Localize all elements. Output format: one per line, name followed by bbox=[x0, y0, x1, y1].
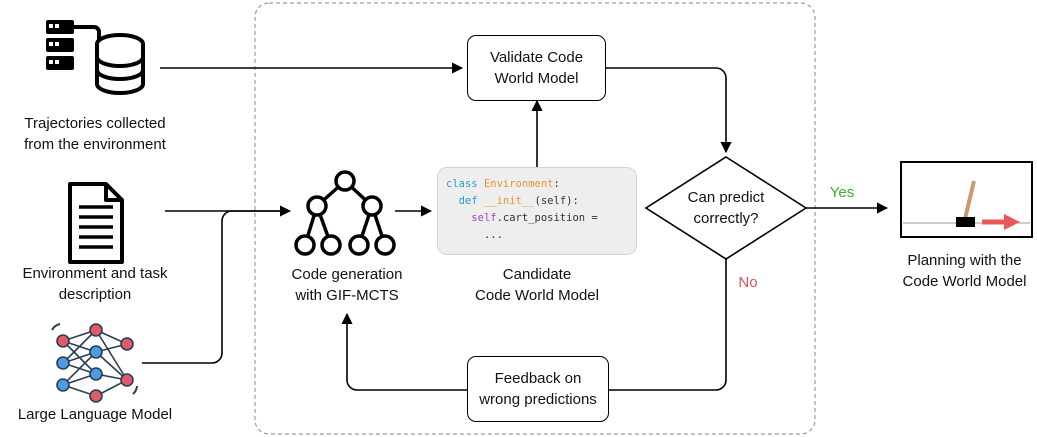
yes-label: Yes bbox=[829, 184, 855, 201]
edge-decision-no bbox=[609, 259, 727, 391]
tree-icon bbox=[294, 170, 396, 256]
trajectories-label: Trajectories collected from the environm… bbox=[24, 115, 166, 153]
edge-llm-to-tree bbox=[142, 210, 290, 364]
validate-code-world-model-box: Validate Code World Model bbox=[467, 35, 606, 101]
neural-network-icon bbox=[51, 323, 138, 403]
feedback-box: Feedback on wrong predictions bbox=[467, 356, 609, 422]
environment-label: Environment and task description bbox=[22, 265, 168, 303]
code-line-1: class Environment: bbox=[446, 178, 560, 190]
code-generation-label: Code generation with GIF-MCTS bbox=[291, 266, 403, 304]
edges bbox=[142, 62, 889, 391]
edge-validate-to-decision bbox=[606, 67, 732, 154]
code-snippet-box: class Environment: def __init__(self): s… bbox=[437, 167, 637, 255]
code-line-3: self.cart_position = bbox=[471, 212, 598, 224]
document-icon bbox=[68, 182, 124, 264]
feedback-label: Feedback on wrong predictions bbox=[479, 370, 597, 408]
database-icon bbox=[46, 20, 145, 95]
cartpole-icon bbox=[900, 161, 1033, 238]
validate-label: Validate Code World Model bbox=[489, 49, 584, 87]
decision-label: Can predict correctly? bbox=[687, 189, 765, 227]
code-line-2: def __init__(self): bbox=[458, 195, 579, 207]
planning-label: Planning with the Code World Model bbox=[902, 252, 1027, 290]
system-boundary bbox=[254, 2, 816, 435]
edge-feedback-to-tree bbox=[341, 312, 467, 391]
llm-label: Large Language Model bbox=[17, 406, 173, 423]
candidate-label: Candidate Code World Model bbox=[475, 266, 599, 304]
code-line-4: ... bbox=[483, 229, 503, 241]
no-label: No bbox=[738, 274, 758, 291]
